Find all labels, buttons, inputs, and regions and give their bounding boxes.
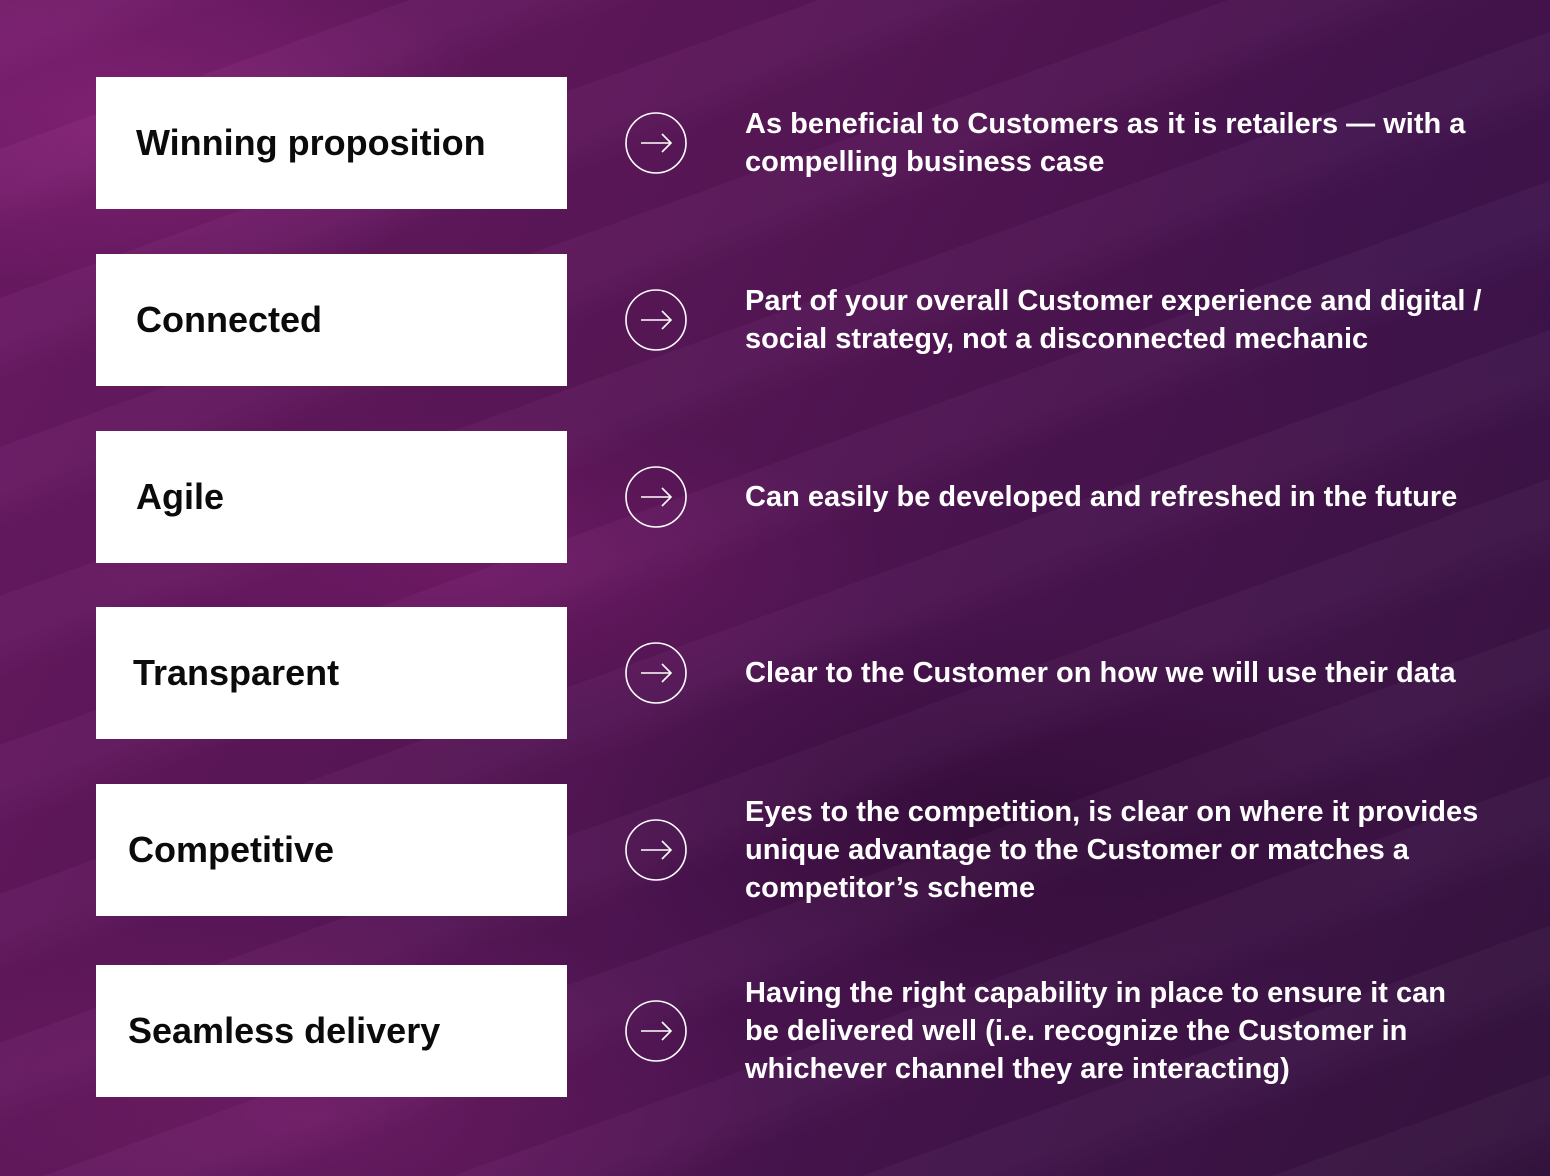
item-row-agile: Agile Can easily be developed and refres… [0, 431, 1550, 563]
item-row-competitive: Competitive Eyes to the competition, is … [0, 784, 1550, 916]
label-box: Winning proposition [96, 77, 567, 209]
item-description: Having the right capability in place to … [745, 977, 1446, 1085]
arrow-right-circle-icon [625, 642, 687, 704]
item-label: Competitive [128, 829, 335, 870]
arrow-right-circle-icon [625, 289, 687, 351]
label-box: Competitive [96, 784, 567, 916]
arrow-right-circle-icon [625, 112, 687, 174]
item-description: Can easily be developed and refreshed in… [745, 481, 1458, 513]
item-row-seamless-delivery: Seamless delivery Having the right capab… [0, 965, 1550, 1097]
label-box: Transparent [96, 607, 567, 739]
label-box: Agile [96, 431, 567, 563]
label-box: Connected [96, 254, 567, 386]
item-row-connected: Connected Part of your overall Customer … [0, 254, 1550, 386]
item-label: Seamless delivery [128, 1010, 441, 1051]
arrow-right-circle-icon [625, 466, 687, 528]
item-description: Clear to the Customer on how we will use… [745, 657, 1456, 689]
item-description: Eyes to the competition, is clear on whe… [745, 796, 1479, 904]
label-box: Seamless delivery [96, 965, 567, 1097]
item-description: As beneficial to Customers as it is reta… [745, 108, 1466, 178]
item-row-winning-proposition: Winning proposition As beneficial to Cus… [0, 77, 1550, 209]
item-row-transparent: Transparent Clear to the Customer on how… [0, 607, 1550, 739]
item-label: Winning proposition [136, 122, 486, 163]
item-label: Connected [136, 299, 323, 340]
item-label: Agile [136, 476, 225, 517]
item-label: Transparent [133, 652, 340, 693]
arrow-right-circle-icon [625, 819, 687, 881]
arrow-right-circle-icon [625, 1000, 687, 1062]
item-description: Part of your overall Customer experience… [745, 285, 1482, 355]
